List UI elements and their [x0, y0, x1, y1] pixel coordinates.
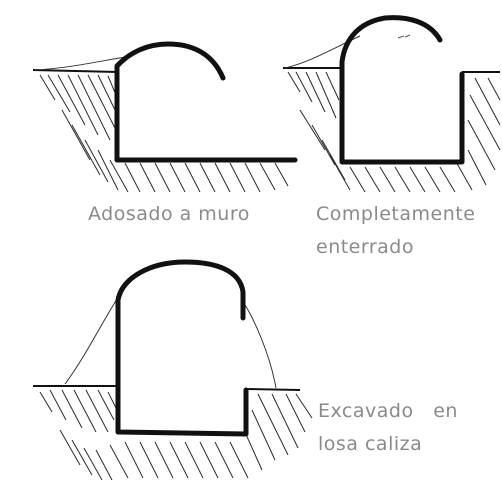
sketch-marks: [397, 34, 411, 39]
ground-hatching: [287, 71, 501, 193]
structure-outline: [339, 15, 465, 165]
ground-hatching: [39, 389, 313, 481]
label-completamente: Completamente: [316, 203, 476, 225]
ground-hatching: [39, 74, 289, 193]
sketch-completamente-enterrado: [283, 15, 501, 193]
ground-line: [32, 69, 119, 73]
label-excavado-en: Excavado en: [318, 400, 458, 422]
earth-mound-right: [241, 299, 277, 389]
label-adosado-a-muro: Adosado a muro: [88, 203, 250, 225]
structure-outline: [114, 41, 298, 163]
structure-outline: [115, 259, 249, 437]
ground-line-right: [244, 388, 301, 391]
sketch-adosado-a-muro: [32, 41, 298, 193]
label-losa-caliza: losa caliza: [318, 433, 423, 455]
label-enterrado: enterrado: [316, 236, 414, 258]
sketch-excavado-en-losa-caliza: [33, 259, 313, 481]
earth-mound-line: [34, 56, 126, 71]
